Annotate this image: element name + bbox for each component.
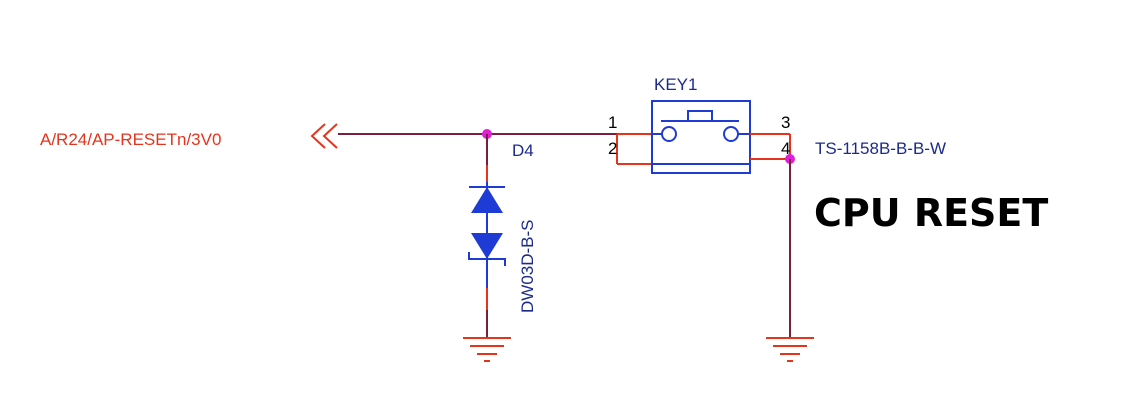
- net-label-ap-reset: A/R24/AP-RESETn/3V0: [40, 130, 221, 149]
- pin-number-3: 3: [781, 113, 790, 132]
- diode-ref-label: D4: [512, 141, 534, 160]
- tvs-diode-symbol: [468, 182, 506, 288]
- schematic-title: CPU RESET: [814, 191, 1048, 235]
- ground-icon: [463, 337, 511, 362]
- offpage-connector-icon: [310, 123, 338, 149]
- ground-icon: [766, 337, 814, 362]
- pin-number-2: 2: [608, 139, 617, 158]
- switch-part-label: TS-1158B-B-B-W: [815, 139, 946, 158]
- switch-left-pins: [616, 133, 652, 165]
- pin-number-1: 1: [608, 113, 617, 132]
- switch-ref-label: KEY1: [654, 75, 697, 94]
- pin-number-4: 4: [781, 139, 790, 158]
- push-button-switch-symbol: [651, 100, 751, 174]
- diode-part-label: DW03D-B-S: [518, 219, 537, 313]
